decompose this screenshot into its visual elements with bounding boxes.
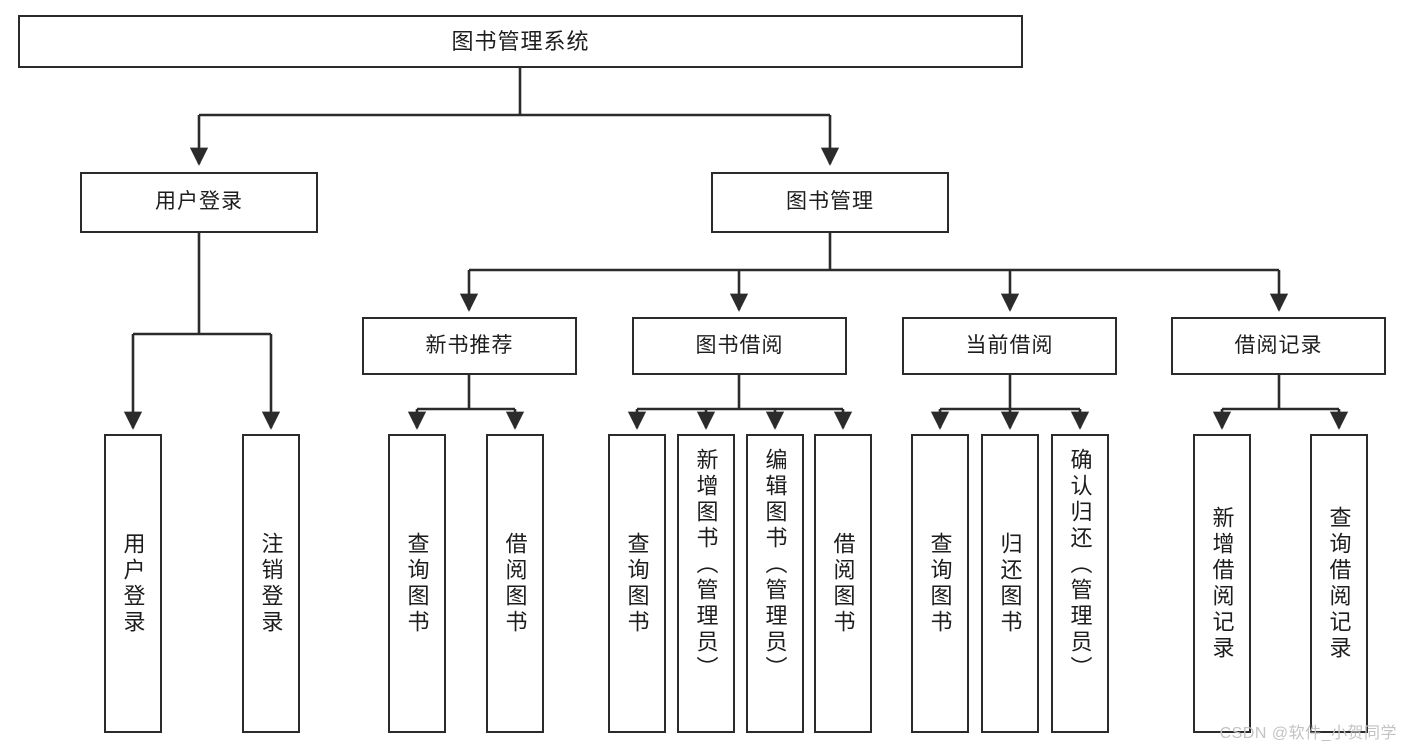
node-leaf-logout-login[interactable]: 注销登录 (242, 434, 300, 733)
node-leaf-user-login[interactable]: 用户登录 (104, 434, 162, 733)
node-leaf-add-record[interactable]: 新增借阅记录 (1193, 434, 1251, 733)
node-leaf-query-book-1[interactable]: 查询图书 (388, 434, 446, 733)
node-new-book-recommend-label: 新书推荐 (425, 333, 514, 357)
node-current-borrow[interactable]: 当前借阅 (902, 317, 1117, 375)
node-leaf-borrow-book-1[interactable]: 借阅图书 (486, 434, 544, 733)
node-root-label: 图书管理系统 (451, 28, 590, 54)
node-leaf-logout-login-label: 注销登录 (258, 531, 284, 636)
node-leaf-edit-book-label: 编辑图书（管理员） (762, 448, 788, 682)
node-leaf-borrow-book-2[interactable]: 借阅图书 (814, 434, 872, 733)
node-root[interactable]: 图书管理系统 (18, 15, 1023, 68)
node-leaf-query-book-3[interactable]: 查询图书 (911, 434, 969, 733)
node-leaf-confirm-return[interactable]: 确认归还（管理员） (1051, 434, 1109, 733)
node-leaf-query-record-label: 查询借阅记录 (1326, 505, 1352, 662)
node-leaf-add-record-label: 新增借阅记录 (1209, 505, 1235, 662)
node-book-manage-label: 图书管理 (786, 190, 874, 214)
node-leaf-query-record[interactable]: 查询借阅记录 (1310, 434, 1368, 733)
node-leaf-borrow-book-2-label: 借阅图书 (830, 531, 856, 636)
node-leaf-query-book-3-label: 查询图书 (927, 531, 953, 636)
node-book-borrow[interactable]: 图书借阅 (632, 317, 847, 375)
node-borrow-record[interactable]: 借阅记录 (1171, 317, 1386, 375)
node-leaf-add-book[interactable]: 新增图书（管理员） (677, 434, 735, 733)
node-leaf-borrow-book-1-label: 借阅图书 (502, 531, 528, 636)
node-user-login[interactable]: 用户登录 (80, 172, 318, 233)
node-new-book-recommend[interactable]: 新书推荐 (362, 317, 577, 375)
node-leaf-return-book[interactable]: 归还图书 (981, 434, 1039, 733)
node-leaf-query-book-2-label: 查询图书 (624, 531, 650, 636)
node-borrow-record-label: 借阅记录 (1234, 333, 1323, 357)
node-book-borrow-label: 图书借阅 (695, 333, 784, 357)
node-leaf-edit-book[interactable]: 编辑图书（管理员） (746, 434, 804, 733)
node-leaf-confirm-return-label: 确认归还（管理员） (1067, 448, 1093, 682)
node-leaf-query-book-2[interactable]: 查询图书 (608, 434, 666, 733)
node-user-login-label: 用户登录 (155, 190, 243, 214)
node-book-manage[interactable]: 图书管理 (711, 172, 949, 233)
node-current-borrow-label: 当前借阅 (965, 333, 1054, 357)
node-leaf-add-book-label: 新增图书（管理员） (693, 448, 719, 682)
node-leaf-query-book-1-label: 查询图书 (404, 531, 430, 636)
node-leaf-user-login-label: 用户登录 (120, 531, 146, 636)
node-leaf-return-book-label: 归还图书 (997, 531, 1023, 636)
